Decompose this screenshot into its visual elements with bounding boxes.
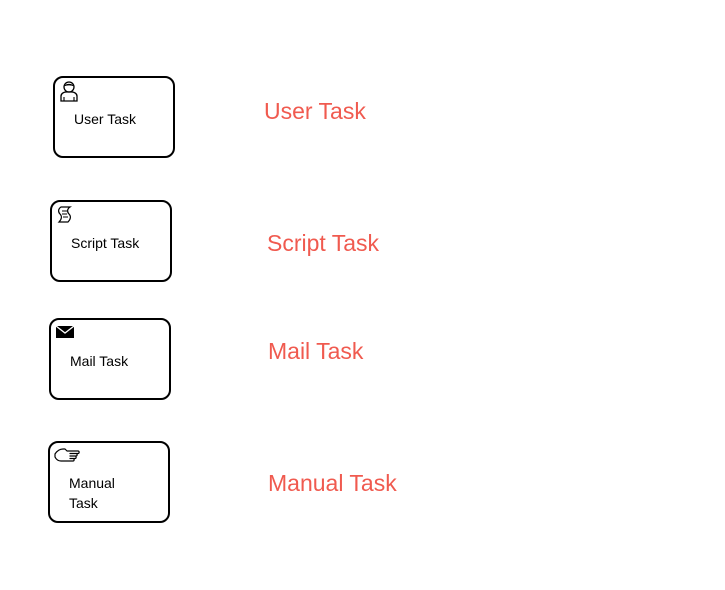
script-task-node[interactable]: Script Task — [50, 200, 172, 282]
manual-task-node[interactable]: Manual Task — [48, 441, 170, 523]
task-label: Mail Task — [70, 353, 129, 369]
mail-task-node[interactable]: Mail Task — [49, 318, 171, 400]
hand-icon — [53, 445, 81, 467]
task-label: Script Task — [71, 235, 140, 251]
script-icon — [55, 204, 77, 226]
caption-user-task: User Task — [264, 98, 366, 124]
user-icon — [58, 80, 80, 102]
task-label: Manual Task — [69, 475, 115, 511]
user-task-node[interactable]: User Task — [53, 76, 175, 158]
caption-script-task: Script Task — [267, 230, 380, 256]
caption-manual-task: Manual Task — [268, 470, 397, 496]
task-label: User Task — [74, 111, 136, 127]
envelope-icon — [54, 322, 76, 344]
caption-mail-task: Mail Task — [268, 338, 364, 364]
